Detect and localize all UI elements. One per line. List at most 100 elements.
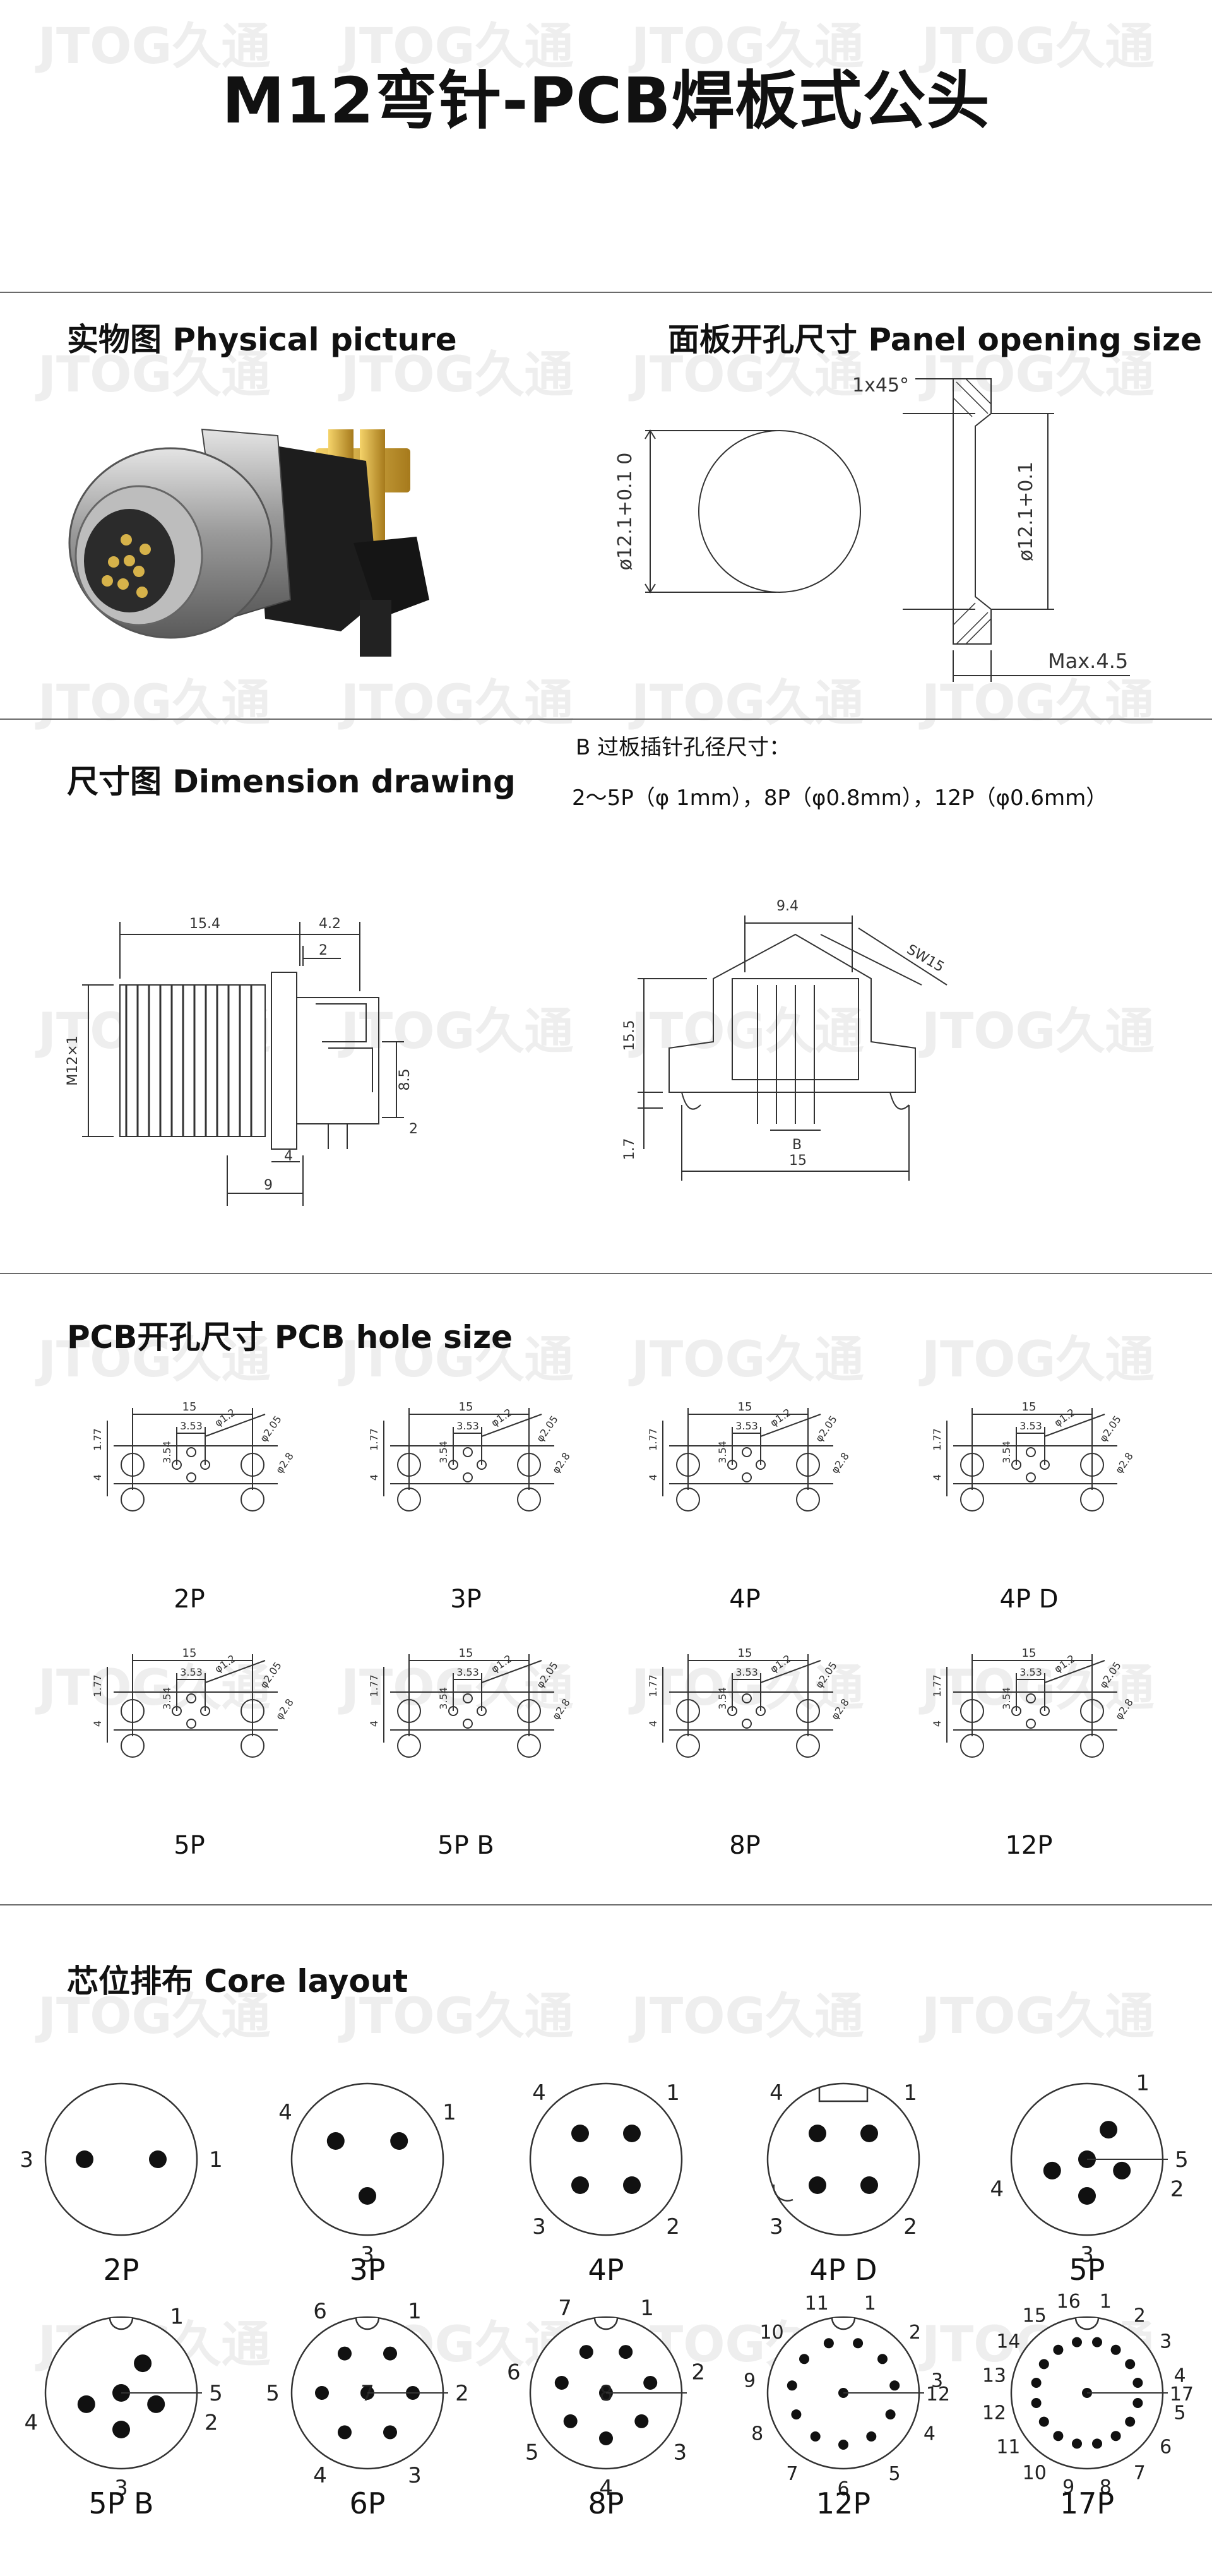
pcb-height-label: 4	[92, 1720, 104, 1727]
core-layout-label: 4P	[588, 2253, 624, 2287]
pin-number: 3	[360, 2242, 374, 2267]
pin-dot	[619, 2345, 633, 2359]
pin-dot	[1110, 2431, 1121, 2442]
pin-number: 10	[760, 2322, 784, 2344]
pin-number: 1	[864, 2293, 876, 2315]
pcb-height-label: 4	[931, 1474, 943, 1481]
watermark-text: JTOG久通	[628, 675, 864, 732]
pin-number: 6	[837, 2478, 849, 2500]
pin-hole-note-title: B 过板插针孔径尺寸：	[576, 735, 791, 760]
pin-number: 3	[114, 2476, 128, 2501]
pcb-mount-hole-label: φ2.8	[1113, 1450, 1136, 1476]
pin-number: 4	[599, 2476, 613, 2501]
pcb-height-label: 4	[92, 1474, 104, 1481]
pin-number: 4	[769, 2080, 783, 2106]
pin-number: 1	[903, 2080, 917, 2106]
core-layout-label: 2P	[103, 2253, 140, 2287]
panel-opening-drawing: ø12.1+0.1 0 ø12.1+0.1 1x45° Max.4.5	[614, 374, 1174, 695]
pin-number: 3	[408, 2463, 422, 2488]
pin-dot	[112, 2421, 130, 2438]
pin-number: 1	[666, 2080, 680, 2106]
pin-number: 5	[889, 2463, 901, 2485]
watermark-text: JTOG久通	[338, 1003, 574, 1060]
pin-number: 3	[769, 2214, 783, 2239]
pin-dot	[147, 2395, 165, 2413]
pcb-width-label: 15	[459, 1647, 473, 1660]
pin-number: 3	[20, 2147, 33, 2173]
pin-dot	[1132, 2398, 1143, 2408]
pcb-big-hole-label: φ2.05	[534, 1414, 561, 1445]
side-dim-2: 4.2	[319, 916, 341, 932]
watermark-text: JTOG久通	[338, 1988, 574, 2045]
pin-dot	[1072, 2337, 1082, 2347]
core-layout-label: 5P B	[88, 2486, 154, 2520]
pin-number: 4	[313, 2463, 327, 2488]
divider	[0, 1273, 1212, 1274]
pin-number: 1	[640, 2296, 654, 2321]
section-pcb-hole-size: PCB开孔尺寸 PCB hole size	[67, 1319, 513, 1356]
front-dim-3: 15.5	[622, 1020, 638, 1051]
pin-dot	[866, 2431, 877, 2442]
pcb-mount-hole-label: φ2.8	[273, 1696, 296, 1722]
side-dim-7: 9	[264, 1178, 273, 1193]
pin-dot	[1043, 2161, 1061, 2179]
pin-number: 2	[691, 2360, 705, 2385]
pin-dot	[1100, 2121, 1118, 2139]
pin-dot	[1031, 2398, 1042, 2408]
pin-number: 4	[532, 2080, 546, 2106]
pin-number: 16	[1057, 2291, 1081, 2313]
watermark-text: JTOG久通	[35, 18, 271, 75]
pin-number: 5	[1175, 2147, 1189, 2173]
core-layout-label: 17P	[1059, 2486, 1115, 2520]
pin-number: 5	[1174, 2402, 1186, 2424]
watermark-text: JTOG久通	[338, 1332, 574, 1388]
pin-number: 10	[1023, 2462, 1047, 2484]
pin-dot	[643, 2376, 658, 2390]
pin-number: 6	[313, 2299, 327, 2324]
watermark-text: JTOG久通	[628, 1332, 864, 1388]
pin-dot	[885, 2409, 896, 2420]
pin-number: 3	[1080, 2242, 1094, 2267]
core-layout-label: 12P	[816, 2486, 871, 2520]
pcb-offset-label: 1.77	[92, 1428, 104, 1451]
pcb-offset-label: 1.77	[92, 1674, 104, 1697]
pin-dot	[860, 2125, 878, 2142]
pin-dot	[338, 2346, 352, 2361]
pin-dot	[554, 2376, 569, 2390]
pin-number: 4	[1174, 2365, 1186, 2387]
core-layout-diagram: 134	[278, 2082, 456, 2267]
watermark-text: JTOG久通	[338, 18, 574, 75]
pcb-offset-label: 1.77	[931, 1428, 943, 1451]
pcb-hole-label: 12P	[1005, 1831, 1053, 1860]
pcb-pin-spacing-label: 3.53	[456, 1420, 479, 1432]
front-dim-1: 9.4	[776, 898, 799, 914]
watermark-text: JTOG久通	[918, 1660, 1155, 1717]
pin-number: 1	[209, 2147, 223, 2173]
divider	[0, 1904, 1212, 1905]
pin-hole-note-values: 2～5P（φ 1mm），8P（φ0.8mm），12P（φ0.6mm）	[572, 785, 1108, 811]
max-thickness-label: Max.4.5	[1048, 649, 1128, 673]
pin-dot	[1031, 2378, 1042, 2388]
pcb-offset-label: 1.77	[647, 1428, 659, 1451]
pin-dot	[315, 2386, 329, 2400]
pcb-hole-label: 8P	[729, 1831, 761, 1860]
pcb-hole-label: 4P	[729, 1585, 761, 1614]
pin-number: 1	[443, 2100, 456, 2125]
pin-dot	[1038, 2359, 1049, 2370]
pcb-offset-label: 1.77	[368, 1428, 380, 1451]
pcb-pin-spacing-label: 3.53	[735, 1420, 758, 1432]
pin-number: 4	[24, 2410, 38, 2435]
pin-number: 2	[205, 2410, 218, 2435]
core-layout-label: 3P	[349, 2253, 386, 2287]
front-dim-4: 1.7	[622, 1138, 638, 1160]
watermark-text: JTOG久通	[338, 675, 574, 732]
side-thread-label: M12×1	[65, 1035, 81, 1085]
pin-dot	[563, 2414, 578, 2428]
core-layout-diagram: 13	[20, 2082, 223, 2236]
